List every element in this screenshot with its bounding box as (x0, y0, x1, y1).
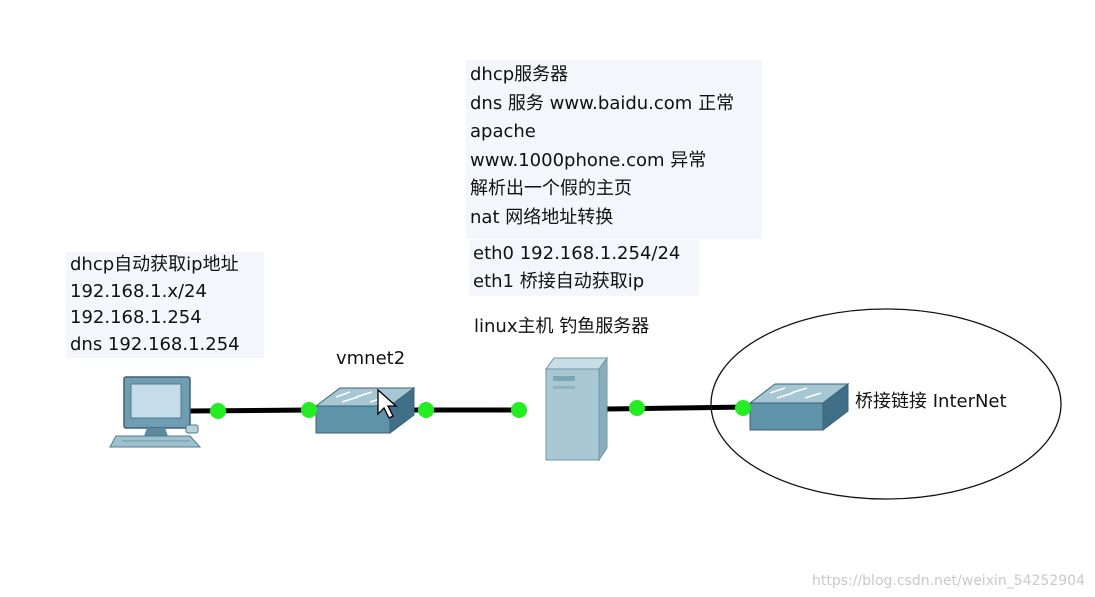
vmnet-switch-icon[interactable] (314, 387, 416, 434)
pc-notes: dhcp自动获取ip地址 192.168.1.x/24 192.168.1.25… (66, 252, 264, 358)
server-icon[interactable] (545, 356, 608, 462)
eth-note-line: eth1 桥接自动获取ip (473, 271, 645, 292)
eth-note-line: eth0 192.168.1.254/24 (473, 243, 681, 264)
pc-note-line: dhcp自动获取ip地址 (70, 254, 239, 275)
internet-label: 桥接链接 InterNet (855, 391, 1007, 412)
pc-note-line: 192.168.1.254 (70, 307, 202, 328)
link-server-internet (605, 404, 749, 412)
server-note-line: dhcp服务器 (470, 64, 569, 85)
server-note-line: dns 服务 www.baidu.com 正常 (470, 92, 735, 114)
link-dot (511, 402, 527, 418)
link-dot (629, 400, 645, 416)
internet-cloud-ellipse (710, 308, 1062, 500)
server-note-line: apache (470, 121, 536, 143)
vmnet-label: vmnet2 (336, 348, 406, 369)
link-pc-switch (187, 407, 311, 414)
pc-note-line: 192.168.1.x/24 (70, 280, 207, 302)
link-dot (735, 400, 751, 416)
eth-notes: eth0 192.168.1.254/24 eth1 桥接自动获取ip (469, 240, 699, 296)
server-notes: dhcp服务器 dns 服务 www.baidu.com 正常 apache w… (466, 60, 762, 239)
link-dot (418, 402, 434, 418)
linux-host-label: linux主机 钓鱼服务器 (474, 316, 650, 337)
pc-icon[interactable] (109, 376, 202, 448)
server-note-line: nat 网络地址转换 (470, 206, 614, 228)
link-dot (210, 403, 226, 419)
server-note-line: 解析出一个假的主页 (470, 178, 632, 200)
watermark: https://blog.csdn.net/weixin_54252904 (811, 573, 1085, 589)
internet-switch-icon[interactable] (748, 382, 850, 432)
server-note-line: www.1000phone.com 异常 (470, 149, 707, 171)
pc-note-line: dns 192.168.1.254 (70, 333, 240, 355)
link-dot (301, 402, 317, 418)
mouse-cursor-icon (377, 388, 398, 419)
